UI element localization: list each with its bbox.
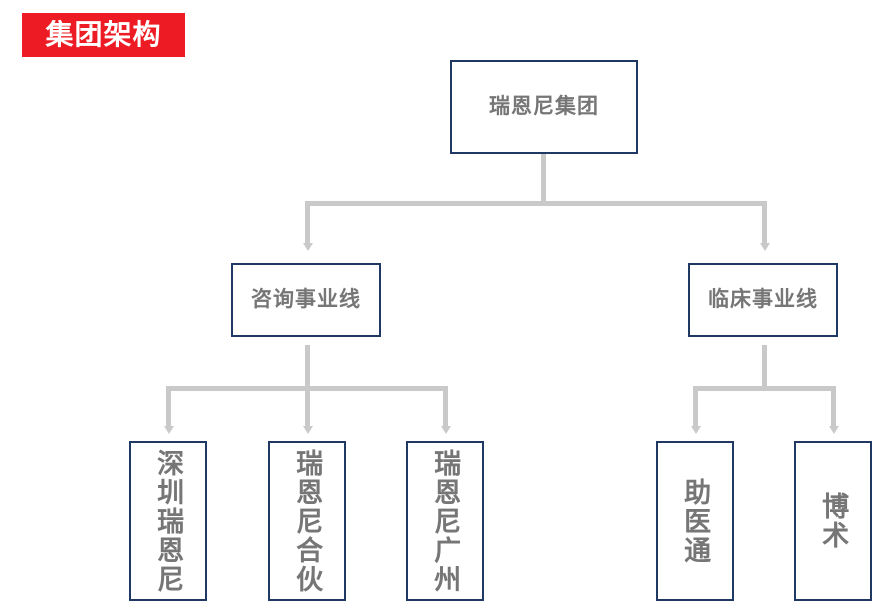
connector-to-zhuyitong: [693, 386, 698, 428]
node-boshu[interactable]: 博术: [794, 441, 872, 601]
node-consulting-label: 咨询事业线: [251, 288, 361, 312]
connector-clinical-stem: [762, 345, 767, 388]
node-partnership-label: 瑞恩尼合伙: [292, 448, 323, 594]
node-shenzhen[interactable]: 深圳瑞恩尼: [129, 441, 207, 601]
arrow-to-guangzhou: [440, 426, 451, 434]
node-guangzhou-label: 瑞恩尼广州: [430, 448, 461, 594]
connector-level1-bus: [305, 201, 767, 206]
connector-consulting-stem: [305, 345, 310, 388]
title-badge: 集团架构: [22, 13, 185, 57]
connector-to-clinical: [762, 201, 767, 245]
node-consulting[interactable]: 咨询事业线: [231, 263, 381, 337]
node-root-label: 瑞恩尼集团: [489, 95, 599, 119]
arrow-to-consulting: [302, 243, 313, 251]
node-guangzhou[interactable]: 瑞恩尼广州: [406, 441, 484, 601]
arrow-to-partnership: [302, 426, 313, 434]
connector-to-partnership: [305, 386, 310, 428]
title-badge-label: 集团架构: [45, 19, 162, 50]
connector-to-shenzhen: [166, 386, 171, 428]
connector-to-guangzhou: [443, 386, 448, 428]
connector-clinical-bus: [693, 386, 836, 391]
arrow-to-shenzhen: [163, 426, 174, 434]
node-shenzhen-label: 深圳瑞恩尼: [153, 448, 184, 594]
node-clinical[interactable]: 临床事业线: [688, 263, 838, 337]
node-zhuyitong[interactable]: 助医通: [656, 441, 734, 601]
node-root[interactable]: 瑞恩尼集团: [450, 60, 638, 154]
connector-root-stem: [541, 153, 546, 203]
node-partnership[interactable]: 瑞恩尼合伙: [268, 441, 346, 601]
arrow-to-zhuyitong: [690, 426, 701, 434]
connector-to-consulting: [305, 201, 310, 245]
node-zhuyitong-label: 助医通: [680, 477, 711, 565]
node-boshu-label: 博术: [818, 492, 849, 550]
arrow-to-clinical: [759, 243, 770, 251]
arrow-to-boshu: [828, 426, 839, 434]
connector-to-boshu: [831, 386, 836, 428]
node-clinical-label: 临床事业线: [708, 288, 818, 312]
